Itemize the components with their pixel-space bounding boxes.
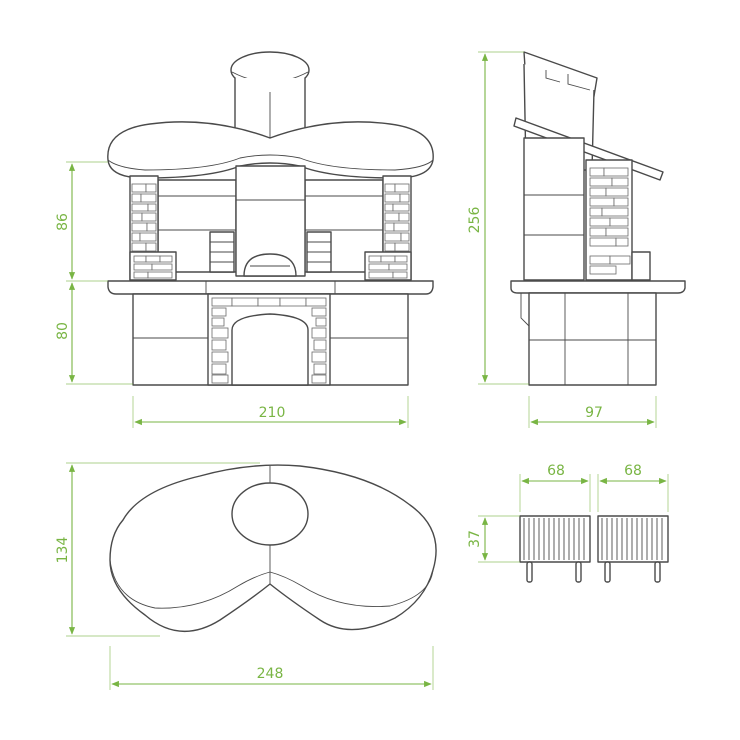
right-planter xyxy=(364,251,412,281)
right-stool-front xyxy=(306,231,332,273)
left-stool-front xyxy=(209,231,235,273)
side-view xyxy=(510,51,686,386)
right-pillar-bricks xyxy=(384,183,410,252)
dim-37-label: 37 xyxy=(467,530,483,548)
dim-68-right-label: 68 xyxy=(624,463,642,479)
left-pillar-bricks xyxy=(131,183,157,252)
dim-80-label: 80 xyxy=(55,322,71,340)
stool-left-detail xyxy=(519,515,591,583)
dim-256-label: 256 xyxy=(467,207,483,234)
dim-side-height: 256 xyxy=(467,51,529,385)
dim-stool-right-width: 68 xyxy=(597,463,669,512)
dim-side-depth: 97 xyxy=(528,396,657,428)
dim-86-label: 86 xyxy=(55,213,71,231)
dim-97-label: 97 xyxy=(585,405,603,421)
dim-210-label: 210 xyxy=(259,405,286,421)
side-pillar-bricks xyxy=(589,167,631,275)
dim-134-label: 134 xyxy=(55,537,71,564)
dim-top-width: 248 xyxy=(109,646,434,690)
dim-68-left-label: 68 xyxy=(547,463,565,479)
dim-front-width: 210 xyxy=(132,396,409,428)
dim-248-label: 248 xyxy=(257,666,284,682)
dim-top-depth: 134 xyxy=(55,462,260,637)
top-view xyxy=(109,464,437,632)
left-planter xyxy=(129,251,177,281)
dim-front-lower-height: 80 xyxy=(55,282,133,385)
dim-stool-height: 37 xyxy=(467,515,520,563)
stool-right-detail xyxy=(597,515,669,583)
dim-stool-left-width: 68 xyxy=(519,463,591,512)
base-arch xyxy=(207,293,331,386)
front-view xyxy=(107,51,434,386)
dim-front-upper-height: 86 xyxy=(55,161,108,282)
